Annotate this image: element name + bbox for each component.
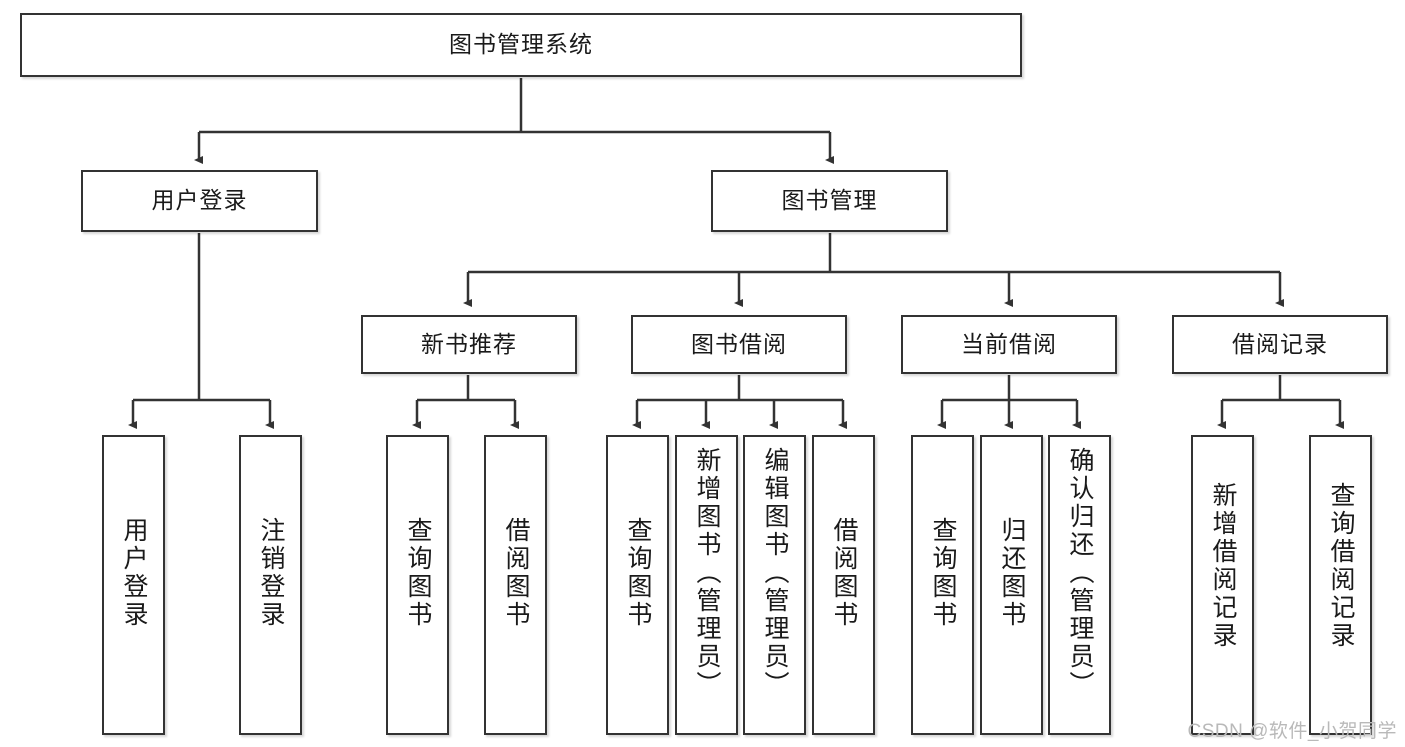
node-new-book-rec[interactable]: 新书推荐 <box>361 315 577 374</box>
node-leaf-query-record-label: 查询借阅记录 <box>1327 482 1355 650</box>
node-root-label: 图书管理系统 <box>449 31 593 58</box>
node-leaf-add-book[interactable]: 新增图书（管理员） <box>675 435 738 735</box>
node-root[interactable]: 图书管理系统 <box>20 13 1022 77</box>
node-book-borrow-label: 图书借阅 <box>691 330 787 357</box>
node-book-manage[interactable]: 图书管理 <box>711 170 948 232</box>
node-current-borrow[interactable]: 当前借阅 <box>901 315 1117 374</box>
node-leaf-edit-book-label: 编辑图书（管理员） <box>761 447 789 699</box>
node-leaf-logout-label: 注销登录 <box>257 517 285 629</box>
node-leaf-add-record[interactable]: 新增借阅记录 <box>1191 435 1254 735</box>
node-leaf-edit-book[interactable]: 编辑图书（管理员） <box>743 435 806 735</box>
watermark: CSDN @软件_小贺同学 <box>1187 721 1397 742</box>
node-book-borrow[interactable]: 图书借阅 <box>631 315 847 374</box>
node-book-manage-label: 图书管理 <box>781 187 878 214</box>
node-leaf-user-login-label: 用户登录 <box>120 517 148 629</box>
node-leaf-add-record-label: 新增借阅记录 <box>1209 482 1237 650</box>
node-leaf-logout[interactable]: 注销登录 <box>239 435 302 735</box>
node-leaf-confirm-return[interactable]: 确认归还（管理员） <box>1048 435 1111 735</box>
node-leaf-query-book-2[interactable]: 查询图书 <box>606 435 669 735</box>
node-leaf-borrow-book-1-label: 借阅图书 <box>502 517 530 629</box>
node-leaf-query-book-3-label: 查询图书 <box>929 517 957 629</box>
node-leaf-confirm-return-label: 确认归还（管理员） <box>1066 447 1094 699</box>
node-leaf-borrow-book-2[interactable]: 借阅图书 <box>812 435 875 735</box>
node-leaf-borrow-book-1[interactable]: 借阅图书 <box>484 435 547 735</box>
node-borrow-record-label: 借阅记录 <box>1232 330 1328 357</box>
node-leaf-add-book-label: 新增图书（管理员） <box>693 447 721 699</box>
node-leaf-query-book-2-label: 查询图书 <box>624 517 652 629</box>
node-leaf-query-book-1-label: 查询图书 <box>404 517 432 629</box>
node-leaf-borrow-book-2-label: 借阅图书 <box>830 517 858 629</box>
node-leaf-query-book-3[interactable]: 查询图书 <box>911 435 974 735</box>
node-leaf-return-book[interactable]: 归还图书 <box>980 435 1043 735</box>
node-new-book-rec-label: 新书推荐 <box>421 330 517 357</box>
node-leaf-return-book-label: 归还图书 <box>998 517 1026 629</box>
node-borrow-record[interactable]: 借阅记录 <box>1172 315 1388 374</box>
node-user-login-label: 用户登录 <box>151 187 248 214</box>
node-leaf-query-book-1[interactable]: 查询图书 <box>386 435 449 735</box>
node-leaf-query-record[interactable]: 查询借阅记录 <box>1309 435 1372 735</box>
node-user-login[interactable]: 用户登录 <box>81 170 318 232</box>
node-leaf-user-login[interactable]: 用户登录 <box>102 435 165 735</box>
node-current-borrow-label: 当前借阅 <box>961 330 1057 357</box>
